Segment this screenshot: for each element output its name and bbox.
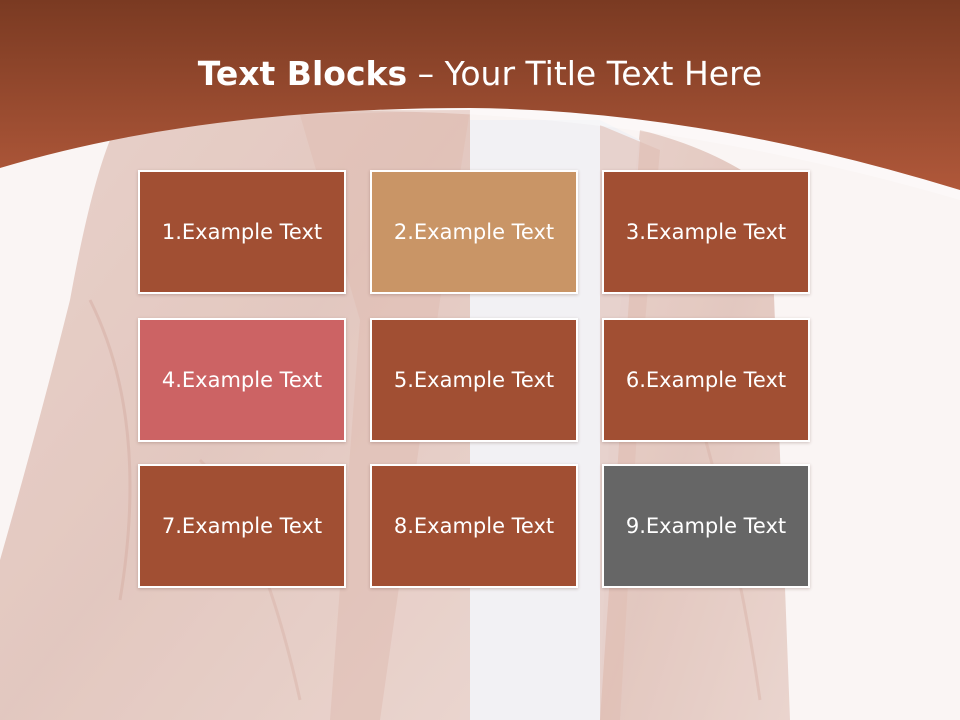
text-block-7[interactable]: 7.Example Text	[138, 464, 346, 588]
text-block-3[interactable]: 3.Example Text	[602, 170, 810, 294]
text-block-8[interactable]: 8.Example Text	[370, 464, 578, 588]
text-block-label: 8.Example Text	[393, 514, 555, 538]
text-block-label: 7.Example Text	[161, 514, 323, 538]
text-block-2[interactable]: 2.Example Text	[370, 170, 578, 294]
page-title: Text Blocks – Your Title Text Here	[0, 52, 960, 96]
text-block-5[interactable]: 5.Example Text	[370, 318, 578, 442]
text-block-label: 2.Example Text	[393, 220, 555, 244]
title-rest: Your Title Text Here	[444, 54, 763, 93]
text-block-label: 9.Example Text	[625, 514, 787, 538]
text-block-4[interactable]: 4.Example Text	[138, 318, 346, 442]
text-block-label: 6.Example Text	[625, 368, 787, 392]
text-block-label: 3.Example Text	[625, 220, 787, 244]
text-block-grid: 1.Example Text 2.Example Text 3.Example …	[138, 170, 814, 594]
text-block-9[interactable]: 9.Example Text	[602, 464, 810, 588]
title-dash: –	[407, 54, 445, 93]
text-block-label: 4.Example Text	[161, 368, 323, 392]
text-block-6[interactable]: 6.Example Text	[602, 318, 810, 442]
text-block-label: 5.Example Text	[393, 368, 555, 392]
text-block-1[interactable]: 1.Example Text	[138, 170, 346, 294]
header-band	[0, 0, 960, 200]
title-bold: Text Blocks	[197, 54, 408, 93]
text-block-label: 1.Example Text	[161, 220, 323, 244]
